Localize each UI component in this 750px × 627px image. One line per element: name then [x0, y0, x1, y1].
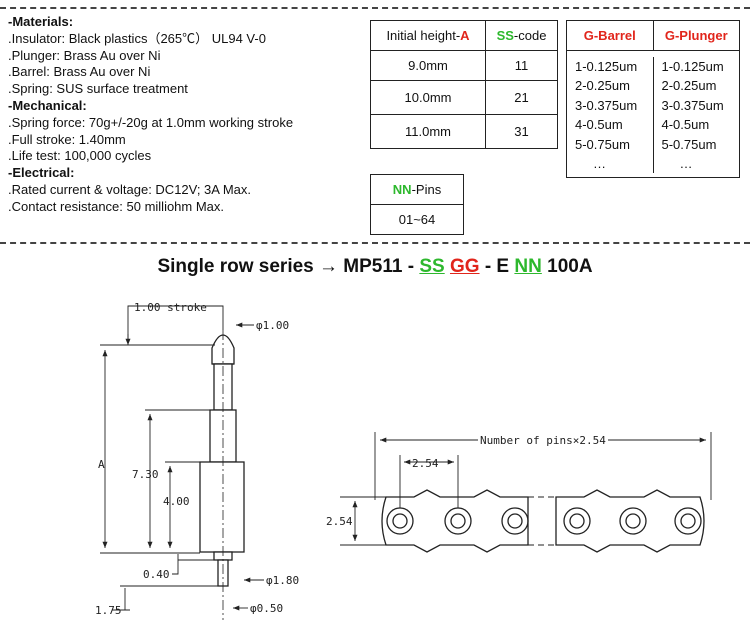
row-height-label: 2.54: [326, 515, 353, 528]
row-labels: Number of pins×2.54 2.54 2.54: [326, 434, 606, 528]
pin-side-view: [199, 330, 245, 620]
title-ss: SS: [419, 256, 445, 277]
pin-labels: 1.00 stroke φ1.00 A 7.30 4.00 0.40 φ1.80…: [95, 301, 299, 617]
list-item: 3-0.375um: [575, 97, 638, 113]
height-a-label: A: [98, 458, 105, 471]
list-item: 4-0.5um: [575, 117, 623, 133]
row-dimensions: [340, 432, 712, 546]
title-mid: - E: [479, 256, 515, 277]
dim-400-label: 4.00: [163, 495, 190, 508]
specifications: -Materials: .Insulator: Black plastics（2…: [8, 14, 293, 216]
code-header: SS-code: [485, 20, 558, 51]
list-item: 1-0.125um: [661, 59, 724, 74]
plunger-header: G-Plunger: [652, 21, 740, 50]
full-stroke-spec: .Full stroke: 1.40mm: [8, 131, 126, 147]
list-item: 3-0.375um: [661, 97, 724, 113]
pins-value: 01~64: [370, 204, 464, 235]
life-test-spec: .Life test: 100,000 cycles: [8, 148, 152, 164]
middle-divider: [0, 242, 750, 244]
pins-header-suffix: -Pins: [411, 182, 442, 197]
title-prefix: Single row series → MP511 -: [157, 256, 420, 277]
mechanical-heading: -Mechanical:: [8, 97, 87, 113]
code-header-ss: SS: [496, 28, 514, 43]
electrical-heading: -Electrical:: [8, 165, 75, 181]
pins-width-label: Number of pins×2.54: [480, 434, 606, 447]
series-title: Single row series → MP511 - SS GG - E NN…: [0, 256, 750, 278]
height-cell: 9.0mm: [370, 50, 486, 81]
height-header: Initial height-A: [370, 20, 486, 51]
plunger-spec: .Plunger: Brass Au over Ni: [8, 47, 161, 63]
title-gg: GG: [449, 256, 480, 277]
title-nn: NN: [514, 256, 542, 277]
dim-730-label: 7.30: [132, 468, 159, 481]
spring-spec: .Spring: SUS surface treatment: [8, 81, 188, 97]
tip-diameter-label: φ1.00: [256, 319, 289, 332]
pins-header-nn: NN: [392, 182, 412, 197]
contact-spec: .Contact resistance: 50 milliohm Max.: [8, 198, 225, 214]
list-item: 5-0.75um: [575, 136, 630, 152]
height-header-label: Initial height-: [386, 28, 461, 43]
pins-header: NN-Pins: [370, 174, 464, 205]
height-cell: 11.0mm: [370, 114, 486, 149]
code-cell: 21: [485, 80, 558, 115]
pins-table: NN-Pins 01~64: [370, 174, 464, 235]
barrel-column: 1-0.125um 2-0.25um 3-0.375um 4-0.5um 5-0…: [567, 57, 653, 173]
list-item: …: [593, 156, 606, 172]
list-item: 1-0.125um: [575, 59, 638, 74]
list-item: 2-0.25um: [575, 78, 630, 94]
materials-heading: -Materials:: [8, 14, 74, 29]
dim-050-label: φ0.50: [250, 602, 283, 615]
list-item: 5-0.75um: [661, 136, 717, 152]
spring-force-spec: .Spring force: 70g+/-20g at 1.0mm workin…: [8, 114, 294, 130]
dim-040-label: 0.40: [143, 568, 170, 581]
pin-dimensions: [100, 305, 264, 611]
pitch-label: 2.54: [412, 457, 439, 470]
top-divider: [0, 7, 750, 9]
barrel-header: G-Barrel: [583, 28, 636, 43]
list-item: …: [679, 156, 693, 172]
plunger-column: 1-0.125um 2-0.25um 3-0.375um 4-0.5um 5-0…: [652, 57, 740, 174]
plating-table: G-Barrel G-Plunger 1-0.125um 2-0.25um 3-…: [566, 20, 740, 178]
code-cell: 31: [485, 114, 558, 149]
pin-row-view: [381, 489, 705, 553]
rated-spec: .Rated current & voltage: DC12V; 3A Max.: [8, 181, 252, 197]
height-header-letter: A: [460, 28, 470, 43]
list-item: 4-0.5um: [661, 117, 710, 133]
code-header-suffix: -code: [513, 28, 547, 43]
dim-180-label: φ1.80: [266, 574, 299, 587]
insulator-spec: .Insulator: Black plastics（265℃） UL94 V-…: [8, 30, 266, 46]
stroke-label: 1.00 stroke: [134, 301, 207, 314]
barrel-spec: .Barrel: Brass Au over Ni: [8, 64, 151, 80]
title-end: 100A: [541, 256, 593, 277]
dim-175-label: 1.75: [95, 604, 122, 617]
list-item: 2-0.25um: [661, 78, 717, 94]
